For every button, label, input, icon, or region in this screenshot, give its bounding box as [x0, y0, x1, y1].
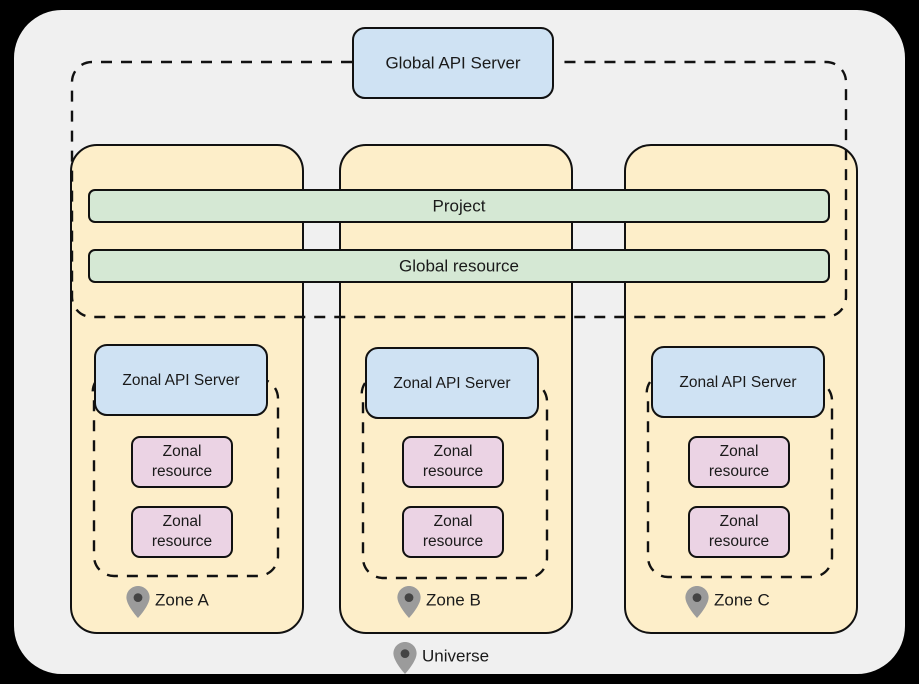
- zonal-resource-label-c-1-line2: resource: [709, 463, 769, 480]
- zonal-resource-label-a-2-line2: resource: [152, 533, 212, 550]
- global-api-server-label: Global API Server: [385, 53, 520, 72]
- zonal-resource-box-c-2[interactable]: [688, 506, 790, 558]
- zonal-resource-label-a-2-line1: Zonal: [163, 513, 202, 530]
- zonal-resource-box-a-1[interactable]: [131, 436, 233, 488]
- global-api-server-box[interactable]: [352, 27, 554, 99]
- zonal-resource-label-a-1-line2: resource: [152, 463, 212, 480]
- zonal-api-server-box-b[interactable]: [365, 347, 539, 419]
- zonal-resource-label-b-1-line2: resource: [423, 463, 483, 480]
- zonal-api-server-label-a: Zonal API Server: [122, 372, 239, 389]
- zonal-resource-label-c-1-line1: Zonal: [720, 443, 759, 460]
- zonal-resource-label-c-2-line2: resource: [709, 533, 769, 550]
- global-bar-global-resource-label: Global resource: [399, 256, 519, 275]
- zonal-resource-label-c-2-line1: Zonal: [720, 513, 759, 530]
- global-region-boundary: [70, 60, 848, 319]
- zonal-resource-label-b-2-line1: Zonal: [434, 513, 473, 530]
- zonal-api-server-label-b: Zonal API Server: [393, 375, 510, 392]
- global-bar-project[interactable]: [88, 189, 830, 223]
- global-bar-project-label: Project: [433, 196, 486, 215]
- zonal-resource-label-a-1-line1: Zonal: [163, 443, 202, 460]
- zonal-resource-box-b-2[interactable]: [402, 506, 504, 558]
- global-bar-global-resource[interactable]: [88, 249, 830, 283]
- zonal-resource-box-b-1[interactable]: [402, 436, 504, 488]
- zonal-api-server-label-c: Zonal API Server: [679, 374, 796, 391]
- zonal-resource-label-b-1-line1: Zonal: [434, 443, 473, 460]
- universe-caption: Universe: [422, 646, 489, 665]
- zonal-api-server-box-c[interactable]: [651, 346, 825, 418]
- zone-caption-c: Zone C: [714, 590, 770, 609]
- zone-b-inner-boundary: [360, 380, 549, 580]
- zonal-resource-box-c-1[interactable]: [688, 436, 790, 488]
- zonal-resource-label-b-2-line2: resource: [423, 533, 483, 550]
- zonal-resource-box-a-2[interactable]: [131, 506, 233, 558]
- zone-a-inner-boundary: [91, 377, 280, 578]
- zone-caption-a: Zone A: [155, 590, 210, 609]
- zone-caption-b: Zone B: [426, 590, 481, 609]
- zone-c-inner-boundary: [645, 379, 834, 579]
- zonal-api-server-box-a[interactable]: [94, 344, 268, 416]
